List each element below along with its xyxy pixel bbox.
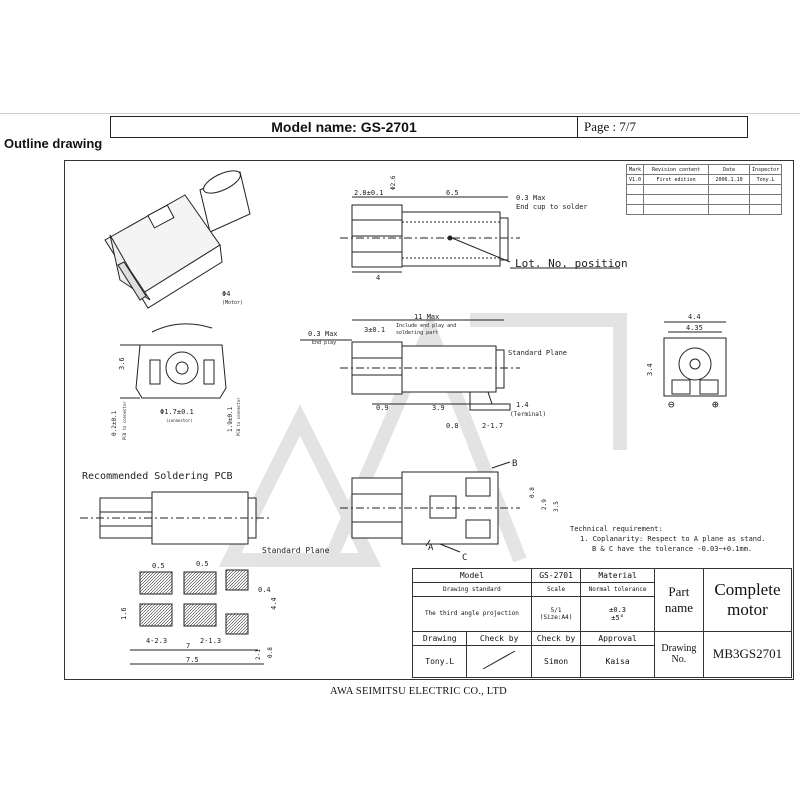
bottom-view-motor: [340, 461, 520, 553]
dim-end-17: Φ1.7±0.1: [160, 408, 194, 416]
dim-side-03-note: End play: [312, 340, 336, 346]
dim-side-217: 2-1.7: [482, 422, 503, 430]
pcb-dim-04: 0.4: [258, 586, 271, 594]
tb-tolerance-label: Normal tolerance: [580, 582, 655, 598]
page-number: Page : 7/7: [584, 119, 636, 134]
isometric-motor: [104, 170, 251, 309]
terminal-note: (Terminal): [510, 411, 546, 418]
pcb-side-motor: [80, 491, 270, 545]
pcb-dim-21: 2-1: [255, 649, 262, 660]
header-rule: [0, 113, 800, 114]
tb-checker1: [466, 644, 532, 679]
outline-title: Outline drawing: [4, 136, 103, 151]
dim-bottom-35: 3.5: [553, 501, 560, 512]
right-view-motor: [663, 321, 727, 397]
tb-drawing-standard: Drawing standard: [412, 582, 532, 598]
pcb-dim-05a: 0.5: [152, 562, 165, 570]
tb-scale-value: 5/1 (Size:A4): [530, 596, 582, 632]
dim-top-4: 4: [376, 274, 380, 282]
dim-top-body: 6.5: [446, 189, 459, 197]
dim-bottom-29: 2.9: [541, 499, 548, 510]
pcb-dim-08: 0.8: [267, 647, 274, 658]
revision-table: Mark Revision content Date Inspector V1.…: [625, 164, 783, 215]
tb-drawer: Tony.L: [411, 644, 468, 679]
pcb-dim-213: 2-1.3: [200, 637, 221, 645]
tb-model-value: GS-2701: [530, 567, 582, 584]
tech-line2: B & C have the tolerance -0.03~+0.1mm.: [592, 545, 752, 553]
drawing-frame: [64, 160, 794, 680]
footer-company: AWA SEIMITSU ELECTRIC CO., LTD: [330, 686, 507, 697]
tb-drawing-label: Drawing: [411, 630, 468, 646]
tb-scale-label: Scale: [530, 582, 582, 598]
dim-end-bl: 0.2±0.1: [111, 410, 118, 436]
tb-material-label: Material: [580, 567, 655, 584]
pcb-dim-7: 7: [186, 642, 190, 650]
end-view-motor: [120, 323, 227, 399]
header-box: Model name: GS-2701 Page : 7/7: [110, 116, 748, 138]
pcb-dim-05b: 0.5: [196, 560, 209, 568]
dim-side-11-note: Include end play and: [396, 323, 456, 329]
dim-side-03: 0.3 Max: [308, 330, 338, 338]
dim-bottom-08: 0.8: [529, 487, 536, 498]
dim-side-11: 11 Max: [414, 313, 439, 321]
tech-line1: 1. Coplanarity: Respect to A plane as st…: [580, 535, 765, 543]
tb-drawing-no: MB3GS2701: [702, 630, 793, 679]
tb-projection: The third angle projection: [412, 596, 532, 632]
title-block: Model GS-2701 Material Part name Complet…: [411, 567, 793, 679]
dim-right-44: 4.4: [688, 313, 701, 321]
end-bl-note: PCB to connector: [122, 401, 127, 440]
dim-side-09: 0.9: [376, 404, 389, 412]
dim-top-left: 2.8±0.1: [354, 189, 384, 197]
tb-check-by1: Check by: [466, 630, 532, 646]
label-c: C: [462, 553, 467, 563]
plus-terminal: ⊕: [712, 398, 719, 411]
tb-part-name-label: Part name: [653, 568, 704, 632]
model-name: Model name: GS-2701: [111, 117, 578, 137]
lot-no-label: Lot. No. position: [515, 257, 628, 270]
dim-end-19-note: PCB to connector: [236, 397, 241, 436]
end-cap-note2: End cup to solder: [516, 203, 588, 211]
dim-side-11-note2: soldering part: [396, 330, 438, 336]
minus-terminal: ⊖: [668, 398, 675, 411]
tb-model-label: Model: [412, 567, 532, 584]
dim-end-19: 1.9±0.1: [227, 406, 234, 432]
label-a: A: [428, 543, 434, 553]
tb-part-name: Complete motor: [702, 568, 793, 632]
tb-approval: Approval: [580, 630, 655, 646]
pcb-dim-44: 4.4: [270, 597, 278, 610]
label-b: B: [512, 459, 517, 469]
pcb-title: Recommended Soldering PCB: [82, 471, 233, 482]
pcb-dim-16: 1.6: [120, 607, 128, 620]
end-cap-note: 0.3 Max: [516, 194, 546, 202]
dim-right-34: 3.4: [646, 363, 654, 376]
d4-note: (Motor): [222, 300, 243, 306]
top-view-motor: [340, 196, 520, 273]
dim-side-08: 0.8: [446, 422, 459, 430]
tb-checker2: Simon: [530, 644, 582, 679]
dim-side-3: 3±0.1: [364, 326, 385, 334]
pcb-pads: [139, 569, 249, 635]
pcb-dim-23: 4-2.3: [146, 637, 167, 645]
dim-end-36: 3.6: [118, 357, 126, 370]
side-view-motor: [300, 319, 520, 411]
dim-top-dia: Φ2.6: [390, 175, 397, 190]
tb-drawing-no-label: Drawing No.: [653, 630, 704, 679]
dim-d4: Φ4: [222, 290, 230, 298]
dim-side-39: 3.9: [432, 404, 445, 412]
pcb-dim-75: 7.5: [186, 656, 199, 664]
tb-tolerance-values: ±0.3 ±5°: [580, 596, 655, 632]
dim-right-435: 4.35: [686, 324, 703, 332]
tech-title: Technical requirement:: [570, 525, 663, 533]
tb-check-by2: Check by: [530, 630, 582, 646]
dim-end-17-note: (connector): [166, 418, 193, 423]
dim-side-14: 1.4: [516, 401, 529, 409]
side-standard-plane: Standard Plane: [508, 349, 567, 357]
pcb-standard-plane: Standard Plane: [262, 546, 330, 555]
tb-approver: Kaisa: [580, 644, 655, 679]
